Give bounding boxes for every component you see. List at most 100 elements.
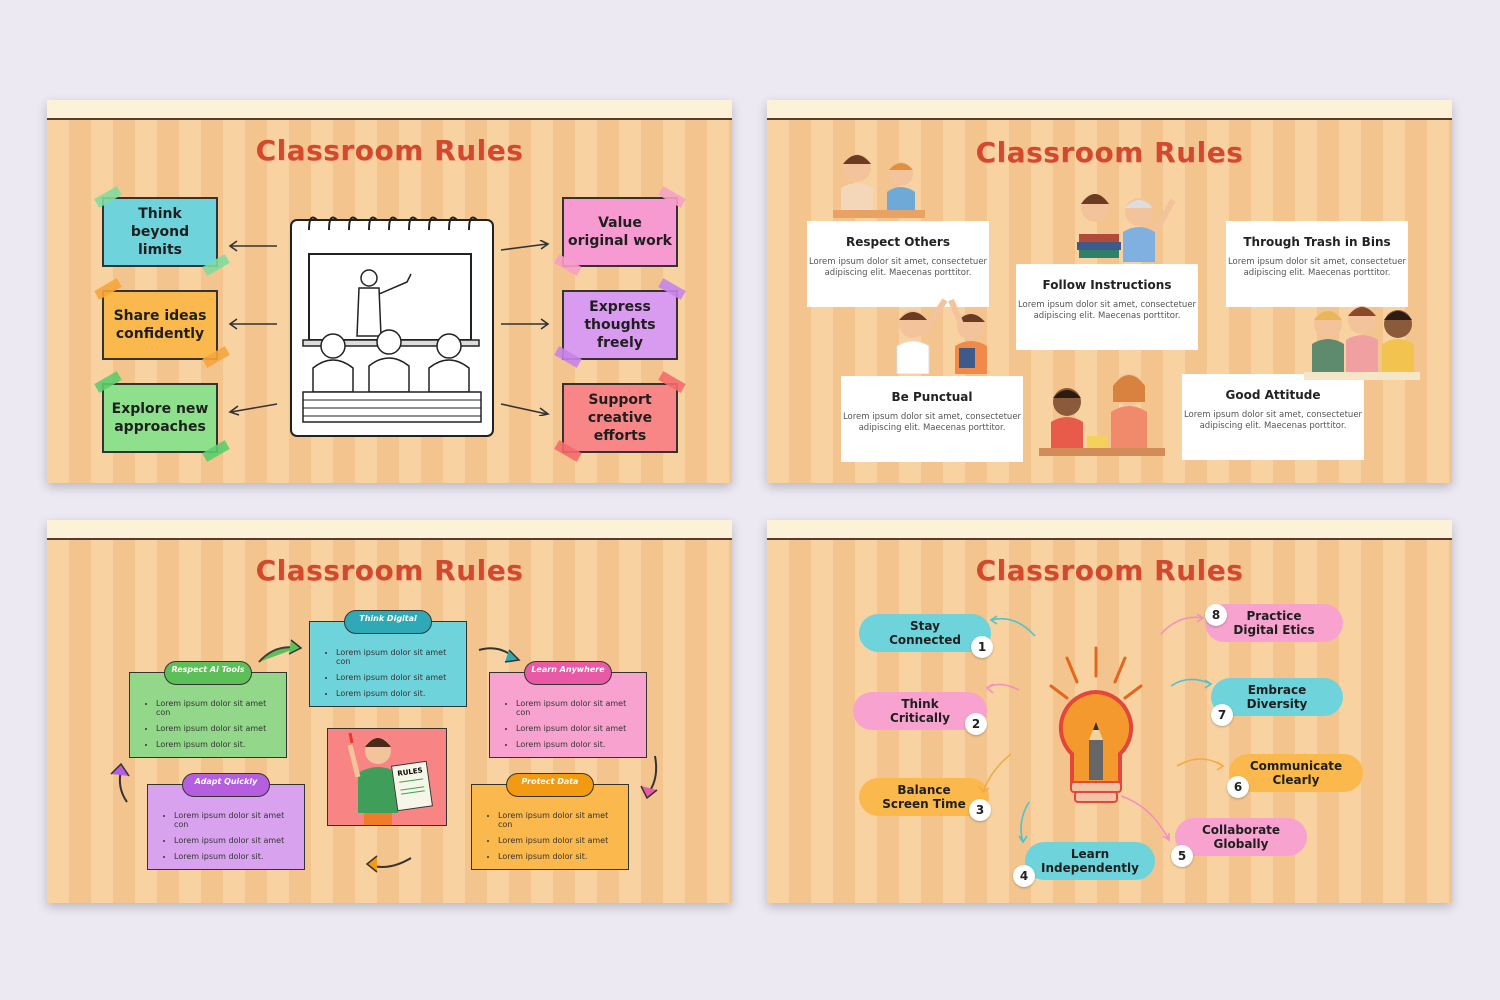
bullet-item: Lorem ipsum dolor sit.	[156, 740, 276, 749]
connector-arrows	[978, 613, 1225, 844]
kids-high-five-illustration	[896, 298, 987, 374]
bullet-item: Lorem ipsum dolor sit.	[516, 740, 636, 749]
curved-arrow-icon	[110, 762, 130, 803]
note-text: Share ideas confidently	[113, 308, 207, 342]
arrow-left-icon	[228, 240, 277, 252]
box-respect-ai-tools: Respect Ai Tools Lorem ipsum dolor sit a…	[129, 661, 287, 758]
rule-number-badge: 6	[1227, 776, 1249, 798]
kids-group-illustration	[1304, 306, 1420, 380]
box-label-pill: Think Digital	[344, 610, 432, 634]
note-value-original-work: Value original work	[562, 197, 678, 267]
bullet-list: Lorem ipsum dolor sit amet con Lorem ips…	[490, 811, 618, 861]
bullet-item: Lorem ipsum dolor sit amet con	[174, 811, 294, 829]
note-text: Support creative efforts	[587, 392, 653, 444]
note-text: Value original work	[568, 215, 672, 249]
kids-studying-illustration	[833, 154, 925, 218]
rule-collaborate-globally: Collaborate Globally	[1175, 818, 1307, 856]
rule-learn-independently: Learn Independently	[1025, 842, 1155, 880]
note-explore-approaches: Explore new approaches	[102, 383, 218, 453]
card-text: Lorem ipsum dolor sit amet, consectetuer…	[1183, 410, 1363, 431]
box-protect-data: Protect Data Lorem ipsum dolor sit amet …	[471, 773, 629, 870]
note-express-thoughts: Express thoughts freely	[562, 290, 678, 360]
box-adapt-quickly: Adapt Quickly Lorem ipsum dolor sit amet…	[147, 773, 305, 870]
box-learn-anywhere: Learn Anywhere Lorem ipsum dolor sit ame…	[489, 661, 647, 758]
bullet-item: Lorem ipsum dolor sit.	[498, 852, 618, 861]
card-good-attitude: Good Attitude Lorem ipsum dolor sit amet…	[1182, 374, 1364, 460]
slide-header-bar	[767, 520, 1452, 540]
slide-2[interactable]: Classroom Rules Respect Others Lorem ips…	[767, 100, 1452, 483]
bullet-list: Lorem ipsum dolor sit amet con Lorem ips…	[166, 811, 294, 861]
rule-stay-connected: Stay Connected	[859, 614, 991, 652]
teacher-notebook-illustration	[290, 216, 494, 437]
rule-number-badge: 1	[971, 636, 993, 658]
bullet-item: Lorem ipsum dolor sit amet	[516, 724, 636, 733]
card-text: Lorem ipsum dolor sit amet, consectetuer…	[842, 412, 1022, 433]
bullet-list: Lorem ipsum dolor sit amet con Lorem ips…	[508, 699, 636, 749]
card-be-punctual: Be Punctual Lorem ipsum dolor sit amet, …	[841, 376, 1023, 462]
card-title: Good Attitude	[1225, 388, 1321, 402]
rules-board: RULES	[390, 760, 434, 812]
arrow-left-icon	[228, 403, 278, 416]
bullet-list: Lorem ipsum dolor sit amet con Lorem ips…	[148, 699, 276, 749]
slide-title: Classroom Rules	[255, 554, 524, 587]
slide-header-bar	[767, 100, 1452, 120]
rule-label: Communicate Clearly	[1249, 759, 1343, 787]
rule-number-badge: 5	[1171, 845, 1193, 867]
box-label-pill: Protect Data	[506, 773, 594, 797]
arrow-left-icon	[228, 318, 277, 330]
bullet-item: Lorem ipsum dolor sit amet con	[156, 699, 276, 717]
card-title: Be Punctual	[891, 390, 973, 404]
card-text: Lorem ipsum dolor sit amet, consectetuer…	[808, 257, 988, 278]
box-label-pill: Adapt Quickly	[182, 773, 270, 797]
card-respect-others: Respect Others Lorem ipsum dolor sit ame…	[807, 221, 989, 307]
kids-reading-illustration	[1039, 374, 1165, 456]
bullet-item: Lorem ipsum dolor sit.	[174, 852, 294, 861]
boy-with-rules-board	[347, 732, 398, 825]
curved-arrow-icon	[478, 647, 521, 663]
card-text: Lorem ipsum dolor sit amet, consectetuer…	[1017, 300, 1197, 321]
rule-label: Collaborate Globally	[1201, 823, 1281, 851]
arrow-right-icon	[500, 240, 550, 251]
rule-number-badge: 2	[965, 713, 987, 735]
card-follow-instructions: Follow Instructions Lorem ipsum dolor si…	[1016, 264, 1198, 350]
bullet-item: Lorem ipsum dolor sit amet	[174, 836, 294, 845]
card-title: Through Trash in Bins	[1243, 235, 1391, 249]
rule-number-badge: 7	[1211, 704, 1233, 726]
rule-label: Embrace Diversity	[1246, 683, 1308, 711]
note-support-creative: Support creative efforts	[562, 383, 678, 453]
card-text: Lorem ipsum dolor sit amet, consectetuer…	[1227, 257, 1407, 278]
bullet-item: Lorem ipsum dolor sit amet	[336, 673, 456, 682]
arrow-right-icon	[501, 318, 550, 330]
rule-label: Stay Connected	[889, 619, 961, 647]
boy-holding-rules-illustration: RULES	[327, 728, 447, 826]
bullet-item: Lorem ipsum dolor sit amet	[156, 724, 276, 733]
box-label-pill: Learn Anywhere	[524, 661, 612, 685]
bullet-item: Lorem ipsum dolor sit amet con	[516, 699, 636, 717]
bullet-item: Lorem ipsum dolor sit amet	[498, 836, 618, 845]
slide-4[interactable]: Classroom Rules Stay Connected 1 Think C…	[767, 520, 1452, 903]
slide-3[interactable]: Classroom Rules Respect Ai Tools Lorem i…	[47, 520, 732, 903]
rule-number-badge: 3	[969, 799, 991, 821]
slide-header-bar	[47, 520, 732, 540]
card-trash-in-bins: Through Trash in Bins Lorem ipsum dolor …	[1226, 221, 1408, 307]
box-label-pill: Respect Ai Tools	[164, 661, 252, 685]
rule-label: Think Critically	[890, 697, 950, 725]
slide-title: Classroom Rules	[975, 136, 1244, 169]
rules-board-text: RULES	[396, 766, 424, 778]
note-share-ideas: Share ideas confidently	[102, 290, 218, 360]
note-think-beyond-limits: Think beyond limits	[102, 197, 218, 267]
rules-board-lines	[399, 778, 424, 786]
rule-embrace-diversity: Embrace Diversity	[1211, 678, 1343, 716]
card-title: Follow Instructions	[1042, 278, 1172, 292]
bullet-item: Lorem ipsum dolor sit.	[336, 689, 456, 698]
rule-balance-screen-time: Balance Screen Time	[859, 778, 989, 816]
rule-label: Balance Screen Time	[882, 783, 966, 811]
rule-practice-digital-etics: Practice Digital Etics	[1205, 604, 1343, 642]
lightbulb-pencil-icon	[1049, 646, 1143, 803]
curved-arrow-icon	[365, 855, 412, 873]
slide-1[interactable]: Classroom Rules Think beyond limits Shar…	[47, 100, 732, 483]
slide-title: Classroom Rules	[975, 554, 1244, 587]
rule-number-badge: 8	[1205, 604, 1227, 626]
rule-communicate-clearly: Communicate Clearly	[1229, 754, 1363, 792]
note-text: Explore new approaches	[111, 401, 209, 435]
